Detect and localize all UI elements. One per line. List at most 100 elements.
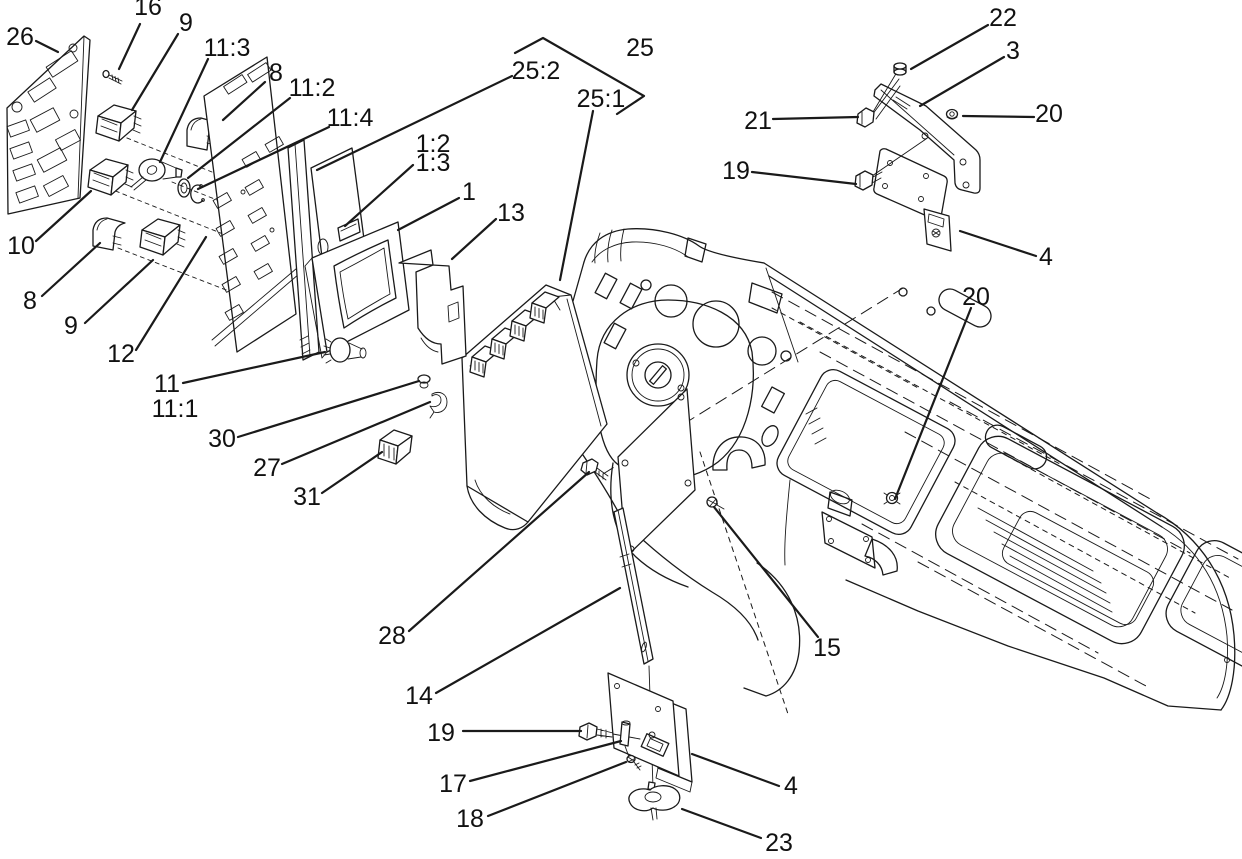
callout-22: 22 [989, 4, 1017, 32]
callout-31: 31 [293, 483, 321, 511]
leader-line-8 [40, 241, 102, 298]
bolt-19-upper [854, 138, 927, 191]
leader-line-31 [320, 450, 384, 495]
leader-line-21 [771, 115, 860, 121]
leader-line-25 [513, 36, 646, 116]
callout-30: 30 [208, 425, 236, 453]
rocker-switch-9-bottom [139, 218, 186, 256]
instrument-cluster [594, 267, 992, 447]
callout-9: 9 [179, 9, 193, 37]
radio-mount-bracket [821, 511, 898, 576]
leader-line-26 [34, 39, 60, 54]
mounting-plate-and-lever [578, 287, 904, 821]
mounting-plate [617, 388, 696, 558]
callout-21: 21 [744, 107, 772, 135]
leader-line-19 [750, 170, 858, 186]
callout-19: 19 [427, 719, 455, 747]
leader-line-20 [893, 306, 973, 501]
clip-27 [429, 391, 448, 419]
callout-11-2: 11:2 [289, 74, 336, 102]
callout-11: 11 [154, 370, 180, 398]
leader-line-30 [236, 379, 421, 439]
callout-1-3: 1:3 [416, 149, 451, 177]
callout-4: 4 [1039, 243, 1053, 271]
callout-12: 12 [107, 340, 135, 368]
rocker-switch-9-top [95, 104, 142, 142]
bracket-4-upper [873, 148, 952, 252]
bracket-13 [398, 249, 467, 365]
switch-and-panel-parts [6, 35, 467, 365]
pin-17 [619, 720, 631, 758]
bracket-plate-3 [873, 83, 981, 194]
leader-line-12 [134, 235, 208, 352]
callout-25-1: 25:1 [577, 85, 626, 113]
leader-line-1-3 [343, 163, 415, 228]
trim-strip-25-2 [287, 139, 320, 361]
key-switch-bezel [595, 299, 766, 588]
callout-11-1: 11:1 [152, 395, 199, 423]
latch-1-2-1-3 [337, 218, 361, 242]
ecu-connectors [469, 291, 560, 378]
leader-line-27 [280, 400, 432, 466]
switch-cover-8-left [92, 217, 126, 251]
leader-line-9 [130, 32, 180, 112]
dash-top-hump [583, 228, 783, 314]
leader-line-13 [450, 217, 498, 261]
callout-13: 13 [497, 199, 525, 227]
bolt-28 [580, 458, 609, 481]
callout-20: 20 [1035, 100, 1063, 128]
screw-15 [699, 451, 789, 715]
callout-25: 25 [626, 34, 654, 62]
mounting-screw-16 [102, 69, 123, 85]
callout-1: 1 [462, 178, 476, 206]
leader-line-4 [690, 752, 781, 788]
callout-11-3: 11:3 [204, 34, 251, 62]
bracket-4-lower [607, 672, 693, 793]
leader-line-10 [34, 189, 93, 243]
callout-19: 19 [722, 157, 750, 185]
leader-line-20 [961, 114, 1036, 119]
connector-31 [377, 429, 413, 465]
leader-line-8 [221, 80, 267, 122]
ignition-switch-11 [323, 337, 367, 364]
gasket-panel-26 [6, 35, 91, 215]
callout-25-2: 25:2 [512, 57, 561, 85]
callout-14: 14 [405, 682, 433, 710]
leader-line-1 [396, 196, 461, 232]
callout-17: 17 [439, 770, 467, 798]
leader-line-18 [486, 760, 628, 818]
leader-line-28 [407, 470, 591, 633]
hidden-lines [771, 291, 1239, 687]
flange-nut-20 [883, 491, 901, 505]
callout-27: 27 [253, 454, 281, 482]
leader-line-25-2 [315, 74, 514, 172]
callout-15: 15 [813, 634, 841, 662]
callout-1-2: 1:2 [416, 130, 451, 158]
bolt-21 [856, 78, 901, 128]
storage-trays [935, 424, 1242, 701]
callout-4: 4 [784, 772, 798, 800]
rocker-switch-10 [87, 158, 134, 196]
nut-22 [869, 62, 907, 118]
leader-line-11-4 [196, 125, 331, 191]
leader-line-23 [680, 807, 763, 840]
callout-8: 8 [269, 59, 283, 87]
callout-23: 23 [765, 829, 793, 857]
screw-18 [626, 754, 642, 771]
control-housing-1 [304, 147, 410, 364]
ecu-module-25-1 [377, 284, 608, 531]
leader-line-3 [918, 55, 1006, 108]
callout-18: 18 [456, 805, 484, 833]
leader-line-11-3 [158, 57, 210, 164]
upper-mount-bracket-assembly [854, 62, 981, 252]
fuse-panel-12 [203, 56, 307, 353]
key-switch-11-3 [130, 158, 183, 191]
callout-10: 10 [7, 232, 35, 260]
callout-11-4: 11:4 [327, 104, 374, 132]
leader-line-11-2 [186, 96, 292, 180]
push-nut-30 [417, 374, 431, 389]
knob-23 [628, 781, 681, 821]
leader-line-9 [83, 258, 155, 325]
